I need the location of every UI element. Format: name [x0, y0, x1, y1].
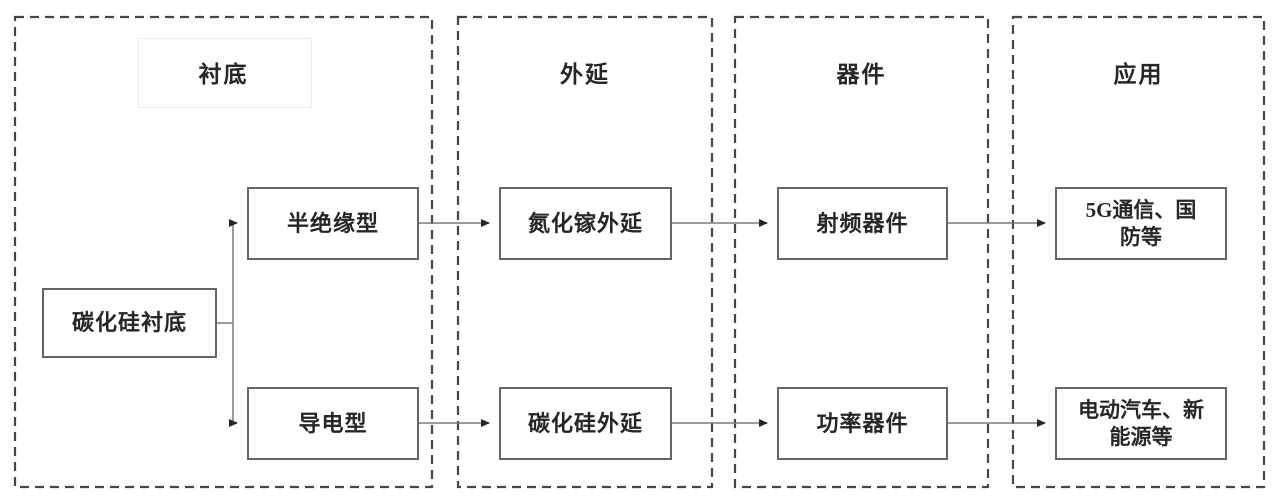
column-header-device: 器件 [836, 62, 887, 87]
substrate-header-panel [138, 38, 312, 108]
node-gan-epitaxy: 氮化镓外延 [499, 187, 672, 260]
column-device-frame [733, 15, 990, 489]
node-app-ev-label: 电动汽车、新 能源等 [1078, 398, 1204, 449]
column-application-frame [1011, 15, 1266, 489]
column-epitaxy-frame [456, 15, 714, 489]
node-semi-insulating: 半绝缘型 [247, 187, 419, 260]
node-app-5g-label: 5G通信、国 防等 [1085, 198, 1197, 249]
column-substrate-frame [13, 15, 434, 489]
node-rf-device-label: 射频器件 [816, 210, 909, 236]
node-sic-substrate-label: 碳化硅衬底 [71, 310, 187, 336]
node-sic-epitaxy-label: 碳化硅外延 [527, 410, 643, 436]
node-sic-epitaxy: 碳化硅外延 [499, 387, 672, 460]
node-power-device-label: 功率器件 [816, 410, 909, 436]
node-semi-insulating-label: 半绝缘型 [286, 210, 379, 236]
node-app-ev: 电动汽车、新 能源等 [1055, 387, 1227, 460]
column-header-application: 应用 [1113, 62, 1164, 87]
node-rf-device: 射频器件 [777, 187, 948, 260]
node-conductive-label: 导电型 [298, 410, 368, 436]
node-sic-substrate: 碳化硅衬底 [42, 288, 217, 358]
column-header-substrate: 衬底 [198, 62, 249, 87]
node-conductive: 导电型 [247, 387, 419, 460]
node-gan-epitaxy-label: 氮化镓外延 [527, 210, 643, 236]
node-app-5g: 5G通信、国 防等 [1055, 187, 1227, 260]
column-header-epitaxy: 外延 [560, 62, 610, 87]
node-power-device: 功率器件 [777, 387, 948, 460]
